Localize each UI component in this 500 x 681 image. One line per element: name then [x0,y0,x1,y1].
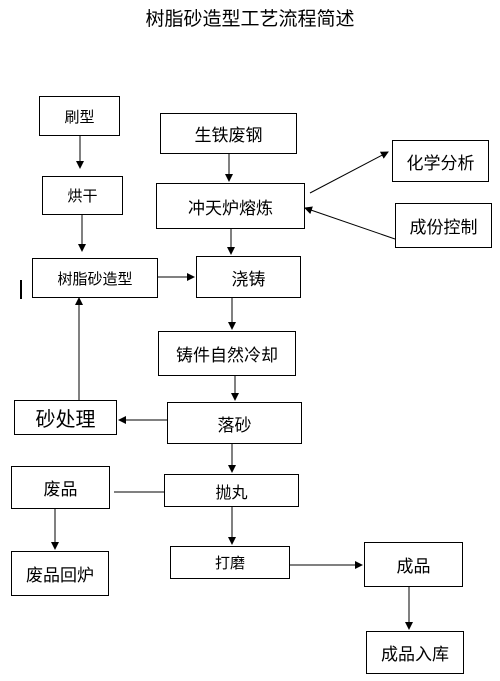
diagram-title: 树脂砂造型工艺流程简述 [145,8,355,30]
node-chengfen-kongzhi: 成份控制 [395,203,492,248]
arrow-chongtian-huaxue [309,151,389,194]
node-chengpin-ruku: 成品入库 [366,631,464,674]
node-huaxue-fenxi: 化学分析 [392,140,489,182]
node-pao-wan: 抛丸 [164,474,299,507]
node-sheng-tie: 生铁废钢 [160,113,297,154]
node-fei-pin: 废品 [11,466,110,509]
node-da-mo: 打磨 [170,546,290,579]
node-shuzhi-zaoxing: 树脂砂造型 [32,258,158,298]
node-cheng-pin: 成品 [364,542,463,587]
node-jiao-zhu: 浇铸 [196,256,301,298]
node-hong-gan: 烘干 [42,176,123,215]
arrow-chengfen-chongtian [304,206,396,240]
node-chongtianlu: 冲天炉熔炼 [156,183,305,229]
text-cursor-mark [20,280,22,299]
node-feipin-huilu: 废品回炉 [11,551,109,596]
node-luo-sha: 落砂 [167,402,302,444]
node-zhujian-lengque: 铸件自然冷却 [158,331,296,376]
node-sha-chuli: 砂处理 [14,400,117,435]
node-shua-xing: 刷型 [39,96,120,136]
